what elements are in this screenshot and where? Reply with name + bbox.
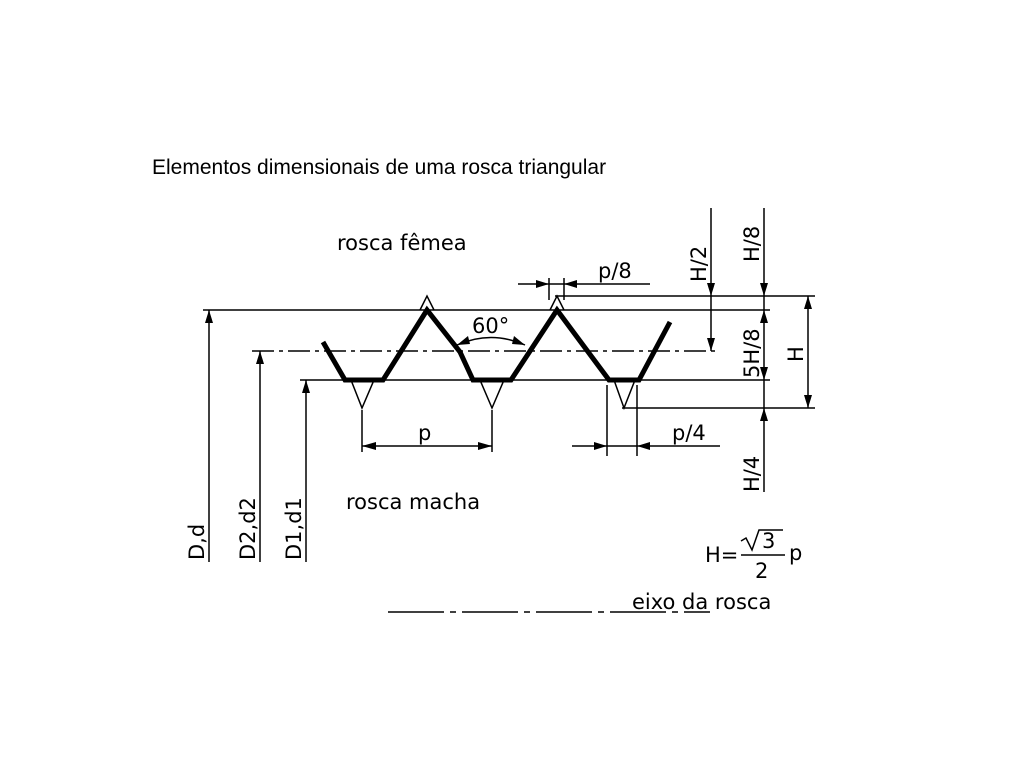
h8-label: H/8 [740,226,764,262]
h2-arrow-up [707,338,715,351]
major-diameter-label: D,d [185,524,209,560]
p4-label: p/4 [672,421,706,445]
pitch-arrow-left [362,442,376,450]
root-vertex-1 [350,379,375,410]
angle-arrow-left [457,336,470,345]
crest-vertex-2 [549,294,565,311]
major-diameter-arrow [205,310,213,323]
h2-arrow-down [707,283,715,296]
female-thread-label: rosca fêmea [337,231,467,255]
h4-label: H/4 [740,456,764,492]
pitch-diameter-label: D2,d2 [236,497,260,560]
pitch-label: p [418,421,431,445]
axis-label: eixo da rosca [632,590,771,614]
p4-arrow-right [637,442,650,450]
h8-arrow-down [760,283,768,296]
h-arrow-bottom [804,395,812,408]
h8-arrow-up [760,310,768,323]
h-5-8-label: 5H/8 [740,328,764,378]
p8-label: p/8 [598,259,632,283]
minor-diameter-arrow [302,380,310,393]
formula-denominator: 2 [755,559,768,583]
p8-arrow-right [564,280,577,288]
root-vertex-3 [613,379,636,411]
h58-arrow-down [760,367,768,380]
crest-vertex-1 [419,294,435,311]
h4-arrow-up [760,408,768,421]
pitch-arrow-right [478,442,492,450]
slide-title: Elementos dimensionais de uma rosca tria… [152,156,607,179]
root-vertex-2 [479,379,505,410]
angle-label: 60° [472,314,509,338]
formula-factor: p [789,541,802,565]
pitch-diameter-arrow [256,351,264,364]
minor-diameter-label: D1,d1 [282,497,306,560]
h-label: H [784,346,808,362]
p4-arrow-left [594,442,607,450]
formula-lhs: H= [705,543,738,567]
h-arrow-top [804,296,812,309]
male-thread-label: rosca macha [346,490,480,514]
sqrt-sign [740,529,783,552]
p8-arrow-left [536,280,549,288]
h2-label: H/2 [687,246,711,282]
formula-numerator: 3 [762,529,775,553]
angle-arrow-right [512,336,525,345]
